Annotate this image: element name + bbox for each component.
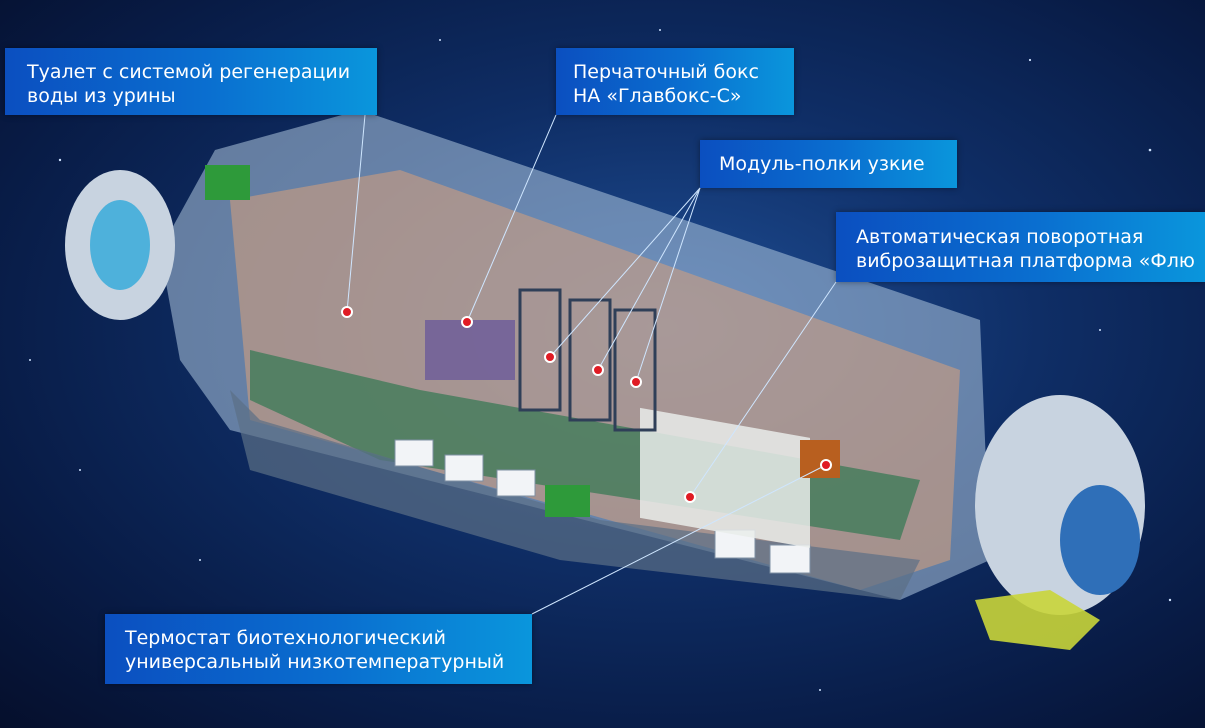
stars	[29, 29, 1172, 691]
module-body	[65, 110, 1145, 650]
callout-line: Термостат биотехнологический	[125, 627, 446, 649]
callout-glovebox: Перчаточный бокс НА «Главбокс-С»	[556, 48, 794, 115]
callout-thermostat: Термостат биотехнологический универсальн…	[105, 614, 532, 684]
marker-shelf-3[interactable]	[630, 376, 642, 388]
callout-platform: Автоматическая поворотная виброзащитная …	[836, 212, 1205, 282]
marker-glovebox[interactable]	[461, 316, 473, 328]
callout-line: Туалет с системой регенерации	[27, 61, 351, 83]
marker-shelf-2[interactable]	[592, 364, 604, 376]
marker-platform[interactable]	[684, 491, 696, 503]
leader-lines	[346, 114, 837, 615]
callout-toilet: Туалет с системой регенерации воды из ур…	[5, 48, 377, 115]
callout-line: виброзащитная платформа «Флю	[856, 250, 1195, 272]
callout-line: Модуль-полки узкие	[719, 153, 925, 175]
marker-thermostat[interactable]	[820, 459, 832, 471]
callout-line: Автоматическая поворотная	[856, 226, 1144, 248]
marker-shelf-1[interactable]	[544, 351, 556, 363]
marker-toilet[interactable]	[341, 306, 353, 318]
callout-line: воды из урины	[27, 85, 176, 107]
callout-line: НА «Главбокс-С»	[573, 85, 742, 107]
callout-line: Перчаточный бокс	[573, 61, 759, 83]
callout-shelves: Модуль-полки узкие	[700, 140, 957, 188]
callout-line: универсальный низкотемпературный	[125, 651, 505, 673]
